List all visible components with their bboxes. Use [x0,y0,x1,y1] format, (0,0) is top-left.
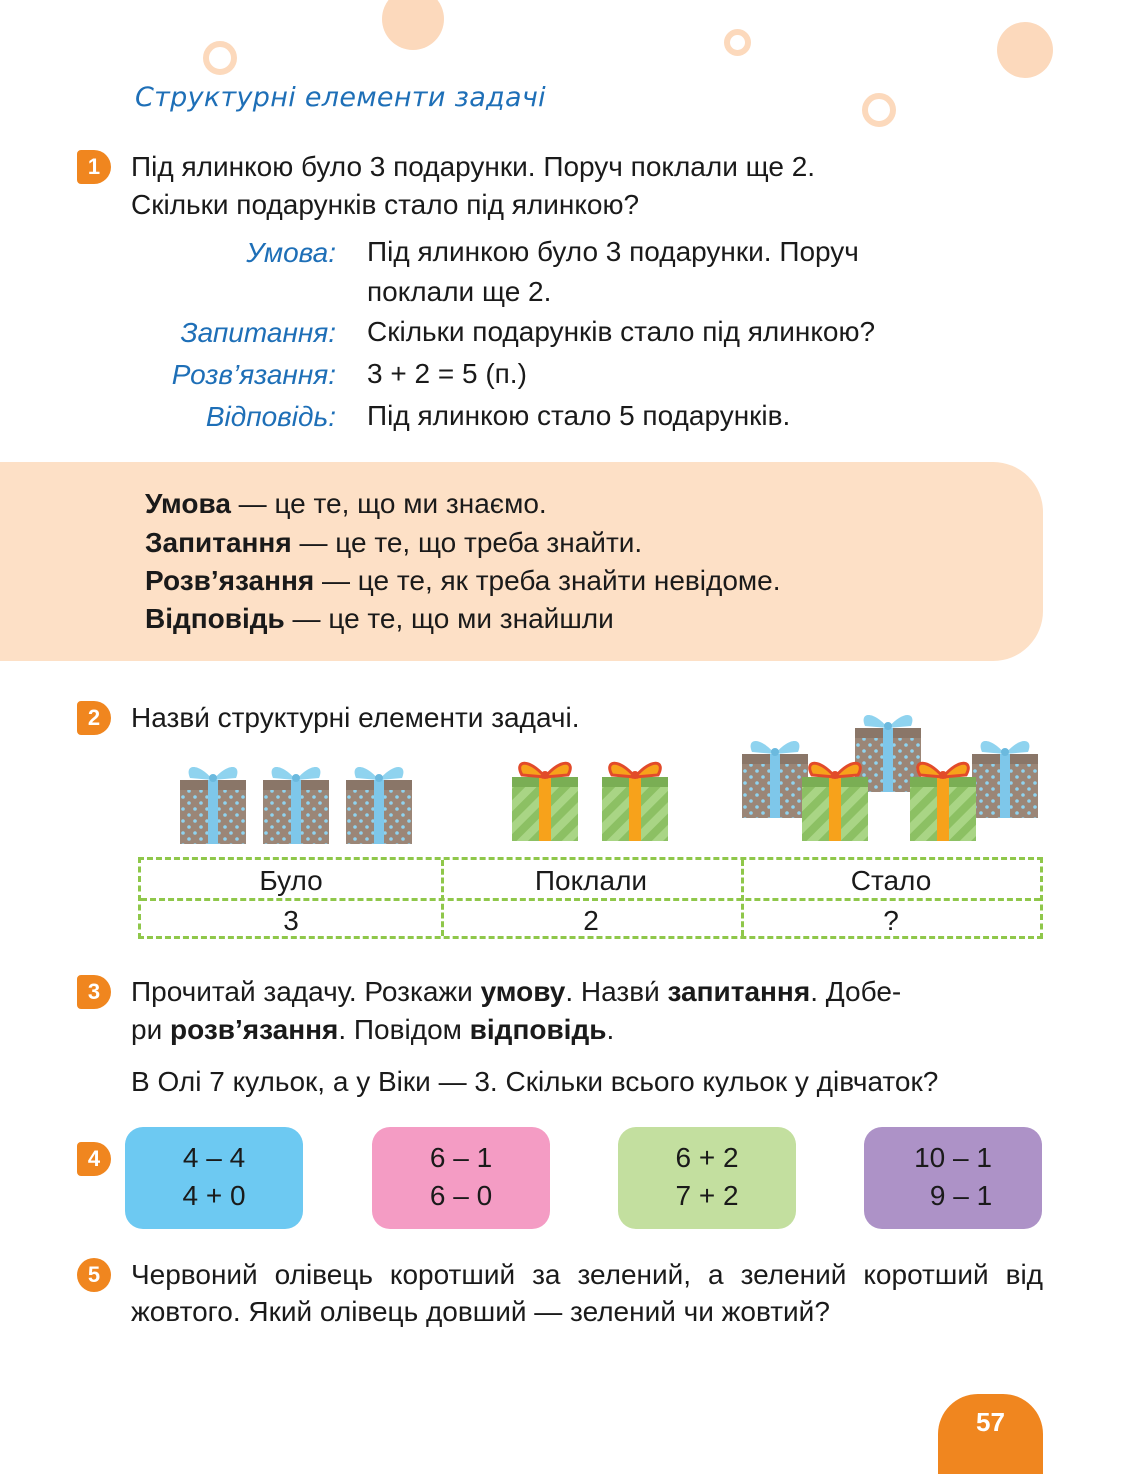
gift-blue-icon [263,767,329,844]
table-header-added: Поклали [534,865,648,896]
task2-text: Назви́ структурні елементи задачі. [131,702,580,733]
value-answer: Під ялинкою стало 5 подарунків. [367,400,791,431]
table-col-divider [441,860,444,936]
rule-definition: — це те, як треба знайти невідоме. [314,565,781,596]
expression: 4 – 4 [182,1142,246,1173]
data-table: Було Поклали Стало 3 2 ? [138,857,1043,939]
task3-bold-answer: відповідь [469,1014,607,1045]
task3-text: . [606,1014,615,1045]
rule-line: Відповідь — це те, що ми знайшли [145,600,614,638]
task-number-2: 2 [77,701,111,735]
task3-text: Прочитай задачу. Розкажи [131,976,481,1007]
expression: 6 – 1 [429,1142,493,1173]
rule-term: Запитання [145,527,292,558]
table-col-divider [741,860,744,936]
task-number-5: 5 [77,1258,111,1292]
task-number-4: 4 [77,1142,111,1176]
expression: 6 – 0 [429,1180,493,1211]
value-question: Скільки подарунків стало під ялинкою? [367,316,876,347]
decor-circle [997,22,1053,78]
gift-blue-icon [742,741,808,818]
gift-blue-icon [346,767,412,844]
gift-blue-icon [180,767,246,844]
rule-definition: — це те, що ми знаємо. [230,488,547,519]
task-number-1: 1 [77,150,111,184]
task-number-3: 3 [77,975,111,1009]
expression-card: 6 + 2 7 + 2 [618,1127,796,1229]
rule-term: Розв’язання [145,565,315,596]
task3-problem: В Олі 7 кульок, а у Віки — 3. Скільки вс… [131,1066,939,1097]
rule-term: Відповідь [145,603,285,634]
value-condition-1: Під ялинкою було 3 подарунки. Поруч [367,236,859,267]
expression-card: 4 – 4 4 + 0 [125,1127,303,1229]
task3-instructions-line2: ри розв’язання. Повідом відповідь. [131,1011,614,1048]
page-number: 57 [938,1394,1043,1474]
rule-definition: — це те, що ми знайшли [284,603,614,634]
table-header-became: Стало [850,865,932,896]
gift-green-icon [600,761,670,843]
rule-definition: — це те, що треба знайти. [291,527,643,558]
rule-term: Умова [145,488,231,519]
expression: 10 – 1 [914,1142,992,1173]
task1-line1: Під ялинкою було 3 подарунки. Поруч покл… [131,151,816,182]
decor-circle [382,0,444,50]
gift-blue-icon [972,741,1038,818]
gift-green-icon [800,761,870,843]
section-heading: Структурні елементи задачі [135,82,546,113]
value-solution: 3 + 2 = 5 (п.) [367,358,527,389]
table-cell-became: ? [883,905,899,936]
label-question: Запитання: [180,317,336,348]
task3-bold-condition: умову [480,976,566,1007]
task3-text: . Добе- [810,976,902,1007]
task3-bold-question: запитання [667,976,811,1007]
decor-ring [724,29,751,56]
task3-instructions-line1: Прочитай задачу. Розкажи умову. Назви́ з… [131,973,901,1010]
label-solution: Розв’язання: [171,359,336,390]
task3-bold-solution: розв’язання [170,1014,339,1045]
table-cell-added: 2 [583,905,599,936]
label-condition: Умова: [246,237,336,268]
decor-ring [203,41,237,75]
expression: 4 + 0 [182,1180,246,1211]
rule-line: Розв’язання — це те, як треба знайти нев… [145,562,781,600]
label-answer: Відповідь: [205,401,336,432]
expression: 6 + 2 [675,1142,739,1173]
value-condition-2: поклали ще 2. [367,276,552,307]
expression-card: 6 – 1 6 – 0 [372,1127,550,1229]
task1-line2: Скільки подарунків стало під ялинкою? [131,189,640,220]
table-row-divider [141,898,1040,901]
rule-line: Умова — це те, що ми знаємо. [145,485,547,523]
task3-text: . Назви́ [565,976,668,1007]
gift-green-icon [510,761,580,843]
table-cell-was: 3 [283,905,299,936]
rule-box: Умова — це те, що ми знаємо. Запитання —… [0,462,1043,661]
expression: 7 + 2 [675,1180,739,1211]
rule-line: Запитання — це те, що треба знайти. [145,524,642,562]
expression-card: 10 – 1 9 – 1 [864,1127,1042,1229]
task3-text: . Повідом [338,1014,470,1045]
decor-ring [862,93,896,127]
gift-green-icon [908,761,978,843]
task5-text: Червоний олівець коротший за зелений, а … [131,1259,1043,1327]
task3-text: ри [131,1014,170,1045]
expression: 9 – 1 [929,1180,993,1211]
table-header-was: Було [259,865,323,896]
